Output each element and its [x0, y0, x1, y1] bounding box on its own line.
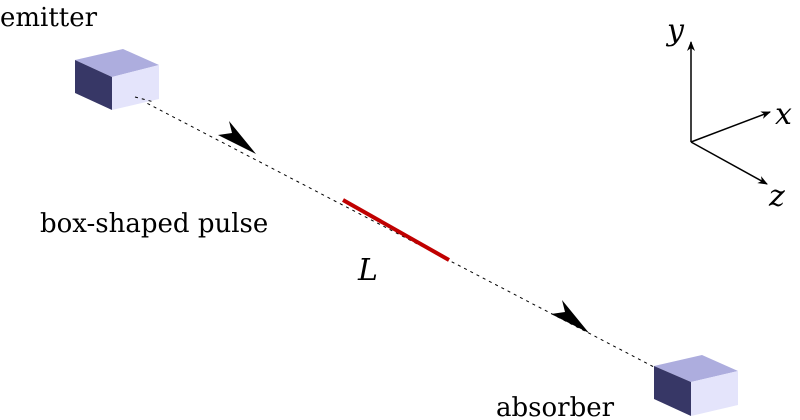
y-axis-label: y — [665, 13, 685, 48]
x-axis — [690, 111, 771, 143]
emitter-label: emitter — [0, 3, 98, 33]
box-shaped-pulse — [342, 198, 450, 262]
length-label: L — [357, 253, 378, 288]
absorber-label: absorber — [496, 393, 615, 420]
absorber-box — [654, 355, 738, 416]
z-axis-label: z — [768, 179, 785, 214]
emitter-box — [75, 49, 159, 110]
beam-arrow-2 — [551, 300, 589, 333]
coordinate-axes: y x z — [665, 13, 792, 214]
beam-arrow-1 — [218, 121, 256, 154]
pulse-label: box-shaped pulse — [40, 209, 268, 239]
z-axis — [690, 141, 768, 185]
x-axis-label: x — [775, 97, 792, 132]
